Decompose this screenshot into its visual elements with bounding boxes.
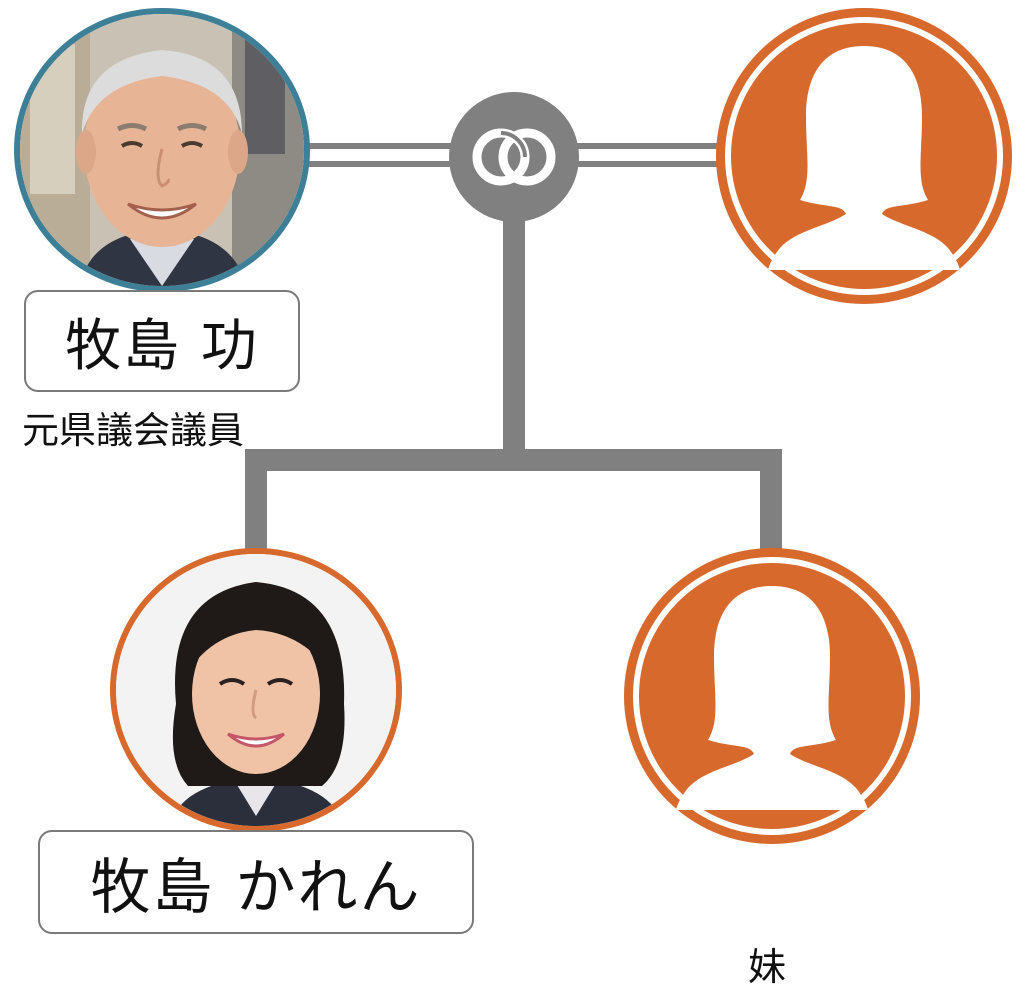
female-silhouette-icon xyxy=(633,557,911,835)
father-photo xyxy=(14,8,310,292)
mother-silhouette xyxy=(716,8,1012,304)
child-karen-photo xyxy=(110,548,402,832)
elderly-man-portrait-icon xyxy=(20,14,304,286)
child-karen-name-box: 牧島 かれん xyxy=(38,830,474,934)
woman-portrait-icon xyxy=(116,554,396,826)
female-silhouette-icon xyxy=(725,17,1003,295)
father-name-box: 牧島 功 xyxy=(24,290,300,392)
father-title: 元県議会議員 xyxy=(22,409,244,452)
sister-relation-label: 妹 xyxy=(748,945,787,989)
child-karen-name: 牧島 かれん xyxy=(90,852,422,923)
sister-silhouette xyxy=(624,548,920,844)
father-name: 牧島 功 xyxy=(65,313,259,379)
marriage-rings-icon xyxy=(449,92,579,222)
